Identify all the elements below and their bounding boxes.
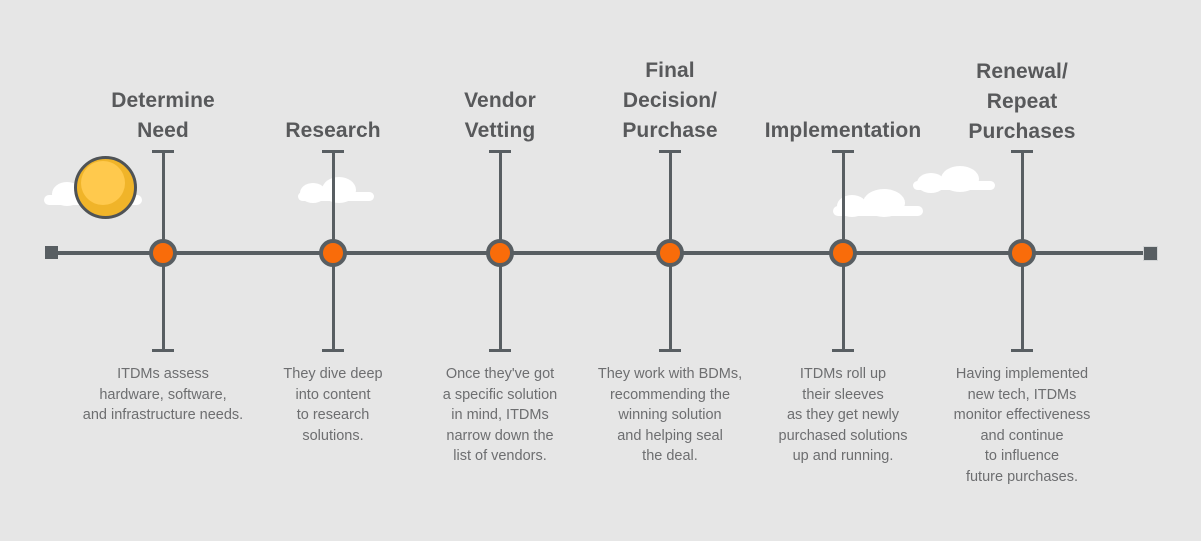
cloud-icon (913, 166, 995, 193)
milestone-dot[interactable] (1008, 239, 1036, 267)
cloud-icon (833, 189, 923, 217)
milestone-dot[interactable] (319, 239, 347, 267)
stem-bottom-cap (489, 349, 511, 352)
cloud-icon (298, 177, 374, 203)
stem-bottom-cap (322, 349, 344, 352)
milestone-dot[interactable] (829, 239, 857, 267)
timeline-axis (48, 251, 1153, 255)
milestone-dot[interactable] (486, 239, 514, 267)
milestone-dot[interactable] (149, 239, 177, 267)
stem-bottom-cap (659, 349, 681, 352)
timeline-start-marker (45, 246, 58, 259)
stem-bottom-cap (1011, 349, 1033, 352)
timeline-end-marker (1143, 246, 1158, 261)
milestone-heading: Implementation (764, 119, 922, 142)
sun-inner-disc (81, 161, 125, 205)
sun-icon (74, 156, 137, 219)
stem-bottom-cap (152, 349, 174, 352)
milestone-heading: Research (285, 119, 381, 142)
milestone-dot[interactable] (656, 239, 684, 267)
stem-bottom-cap (832, 349, 854, 352)
